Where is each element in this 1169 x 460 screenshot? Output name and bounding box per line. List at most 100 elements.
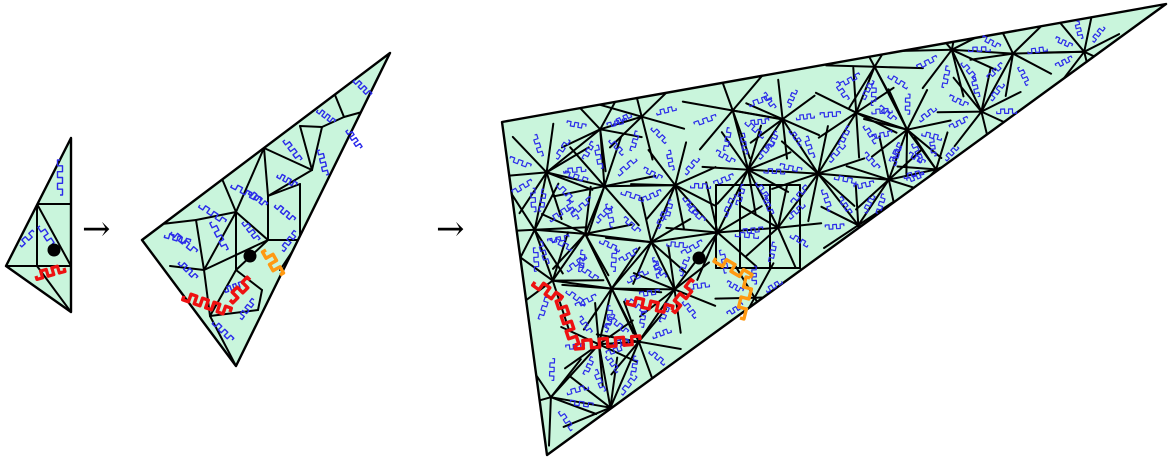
- space-filling-curve: [742, 226, 764, 234]
- tile-edge: [569, 375, 612, 409]
- space-filling-curve: [574, 293, 597, 307]
- tile-edge: [650, 218, 692, 244]
- space-filling-curve: [788, 129, 802, 147]
- space-filling-curve: [652, 259, 668, 278]
- space-filling-curve: [617, 158, 638, 177]
- tile-edge: [777, 172, 820, 229]
- space-filling-curve: [260, 248, 286, 277]
- space-filling-curve: [863, 195, 876, 214]
- space-filling-curve: [981, 35, 1002, 48]
- space-filling-curve: [839, 195, 853, 214]
- space-filling-curve: [19, 229, 35, 248]
- space-filling-curve: [566, 120, 587, 129]
- tile-edge: [857, 224, 862, 268]
- space-filling-curve: [862, 125, 877, 145]
- tile-edge: [731, 109, 784, 121]
- space-filling-curve: [888, 142, 901, 162]
- tile-edge: [561, 283, 613, 290]
- space-filling-curve: [968, 46, 991, 53]
- tile-edge: [610, 287, 676, 291]
- space-filling-curve: [579, 315, 593, 333]
- space-filling-curve: [838, 72, 861, 86]
- tile-edge: [545, 171, 594, 191]
- tile-edge: [935, 131, 949, 171]
- space-filling-curve: [538, 188, 547, 212]
- space-filling-curve: [578, 263, 600, 280]
- space-filling-curve: [892, 145, 903, 167]
- tile-edge: [1044, 50, 1086, 54]
- tile-edge: [720, 131, 750, 171]
- space-filling-curve: [37, 225, 55, 245]
- tile-edge: [603, 175, 657, 188]
- tile-edge: [1083, 33, 1121, 53]
- tile-edge: [863, 118, 909, 131]
- tile-edge: [902, 48, 953, 52]
- space-filling-curve: [787, 89, 798, 108]
- space-filling-curve: [594, 144, 604, 169]
- space-filling-curve: [1055, 36, 1074, 48]
- space-filling-curve: [755, 182, 770, 202]
- tile-edge: [632, 272, 676, 291]
- space-filling-curve: [656, 106, 677, 116]
- space-filling-curve: [735, 183, 746, 206]
- tile-edge: [817, 172, 856, 207]
- tile-edge: [716, 231, 758, 268]
- space-filling-curve: [34, 264, 67, 281]
- tile-edge: [609, 406, 652, 440]
- tile-edge: [1012, 22, 1045, 55]
- space-filling-curve: [557, 410, 573, 432]
- tile-edge: [749, 118, 784, 144]
- space-filling-curve: [790, 184, 808, 204]
- space-filling-curve: [853, 180, 875, 190]
- space-filling-curve: [605, 344, 626, 355]
- tile-edge: [584, 185, 606, 235]
- space-filling-curve: [652, 328, 673, 340]
- space-filling-curve: [224, 280, 243, 294]
- space-filling-curve: [578, 249, 586, 273]
- space-filling-curve: [555, 139, 571, 160]
- tile-edge: [747, 168, 790, 193]
- space-filling-curve: [758, 141, 775, 160]
- tile-edge: [640, 196, 653, 244]
- space-filling-curve: [610, 248, 618, 272]
- tile-edge: [852, 66, 858, 114]
- tile-edge: [870, 128, 909, 158]
- space-filling-curve: [862, 79, 875, 101]
- tile-edge: [541, 213, 587, 235]
- tile-edge: [533, 228, 587, 235]
- space-filling-curve: [532, 247, 540, 272]
- space-filling-curve: [960, 62, 977, 82]
- stage-3-curves: [509, 20, 1106, 432]
- tile-edge: [855, 65, 876, 114]
- tile-edge: [878, 135, 890, 181]
- space-filling-curve: [638, 288, 660, 297]
- space-filling-curve: [684, 157, 701, 176]
- tile-edge: [640, 115, 686, 130]
- tile-edge: [533, 226, 588, 231]
- space-filling-curve: [819, 111, 842, 118]
- space-filling-curve: [921, 131, 943, 141]
- tile-edge: [1058, 20, 1086, 53]
- space-filling-curve: [276, 173, 298, 187]
- tile-edge: [551, 232, 587, 282]
- tile-edge: [599, 128, 643, 139]
- tile-edge: [637, 340, 682, 350]
- tile-edge: [599, 128, 606, 188]
- space-filling-curve: [1092, 26, 1106, 43]
- space-filling-curve: [919, 107, 938, 123]
- space-filling-curve: [608, 139, 624, 156]
- substitution-arrow-2: →: [436, 209, 465, 249]
- space-filling-curve: [1027, 46, 1048, 55]
- space-filling-curve: [623, 215, 642, 232]
- tile-edge: [825, 64, 876, 68]
- space-filling-curve: [630, 355, 639, 376]
- space-filling-curve: [788, 204, 806, 220]
- tile-edge: [701, 165, 750, 171]
- tile-edge: [594, 302, 600, 346]
- tile-edge: [781, 118, 788, 160]
- stage-1-curves: [19, 159, 67, 281]
- tile-edge: [549, 358, 582, 399]
- tile-edge: [696, 231, 719, 281]
- space-filling-curve: [726, 280, 745, 292]
- space-filling-curve: [177, 261, 199, 279]
